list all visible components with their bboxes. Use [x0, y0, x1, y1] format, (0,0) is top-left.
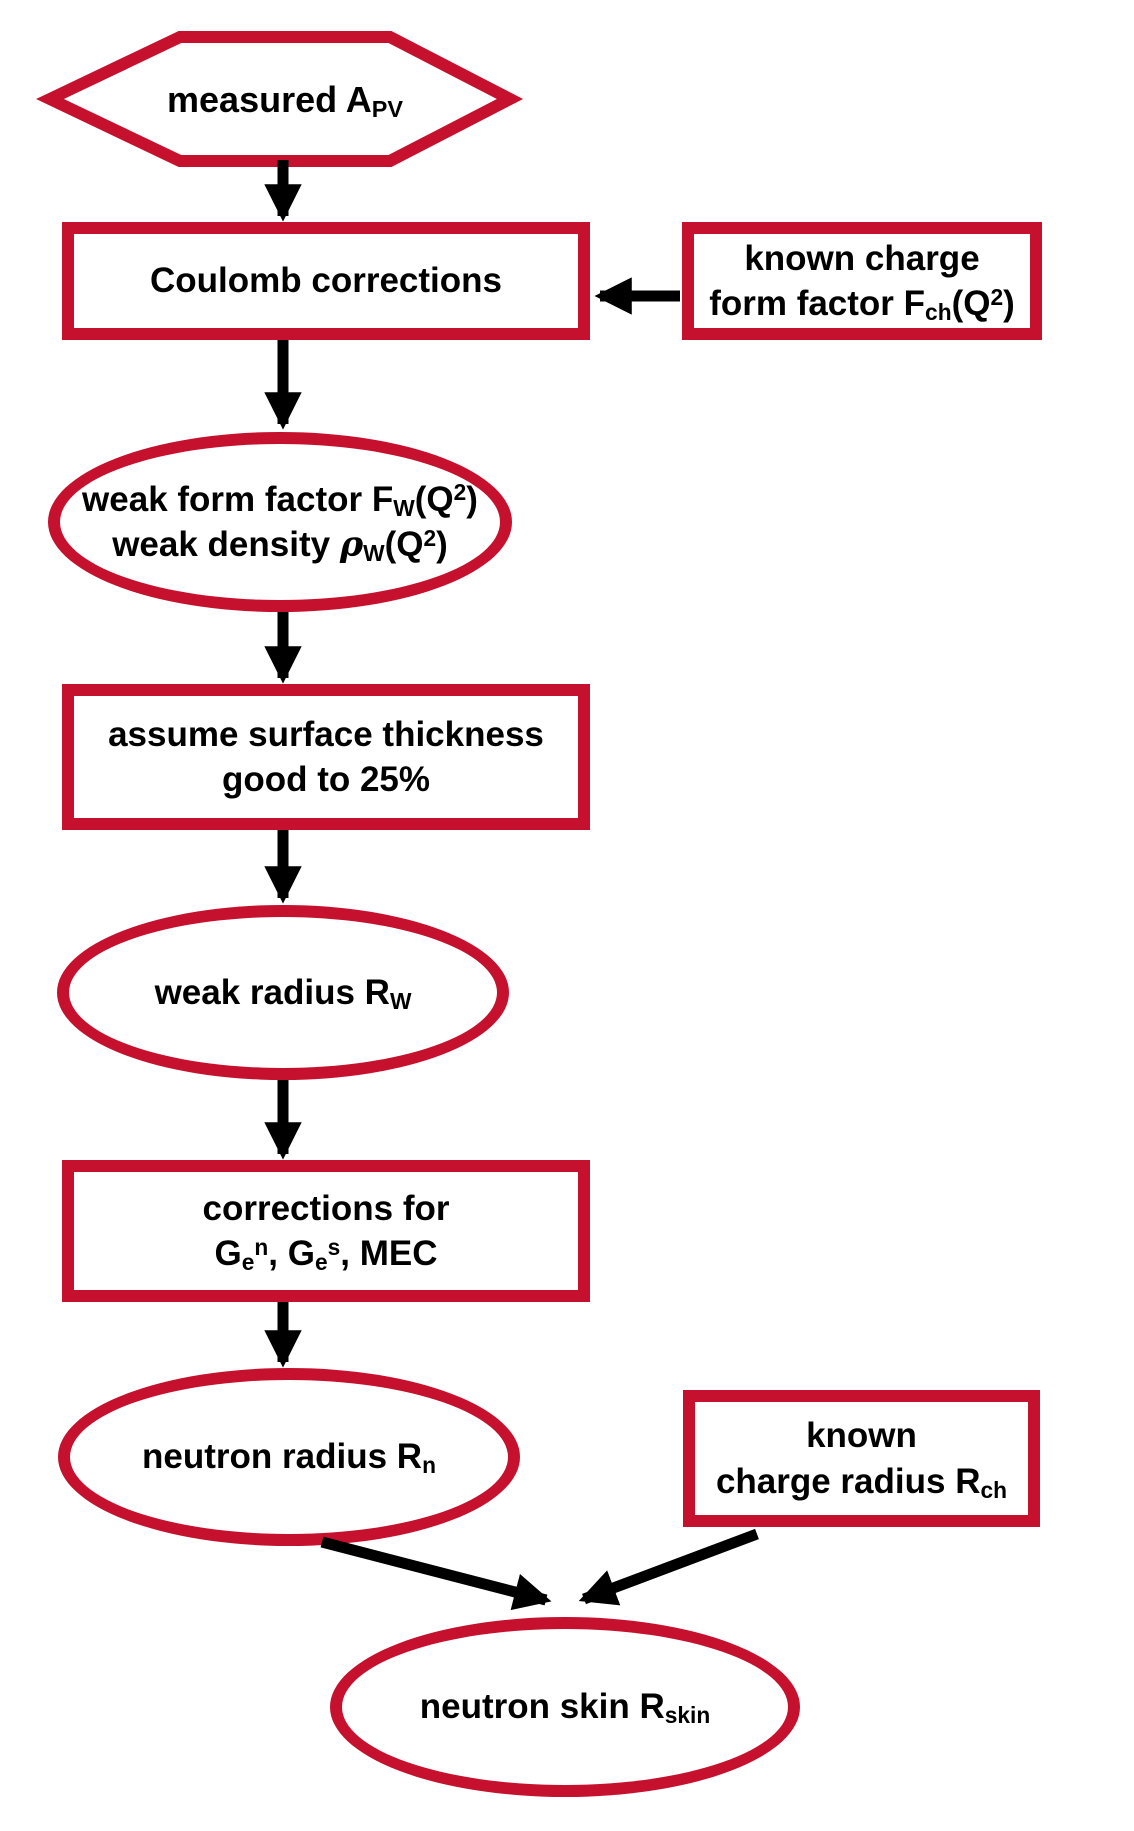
label-text: , G [268, 1234, 315, 1273]
label-subscript: ch [925, 299, 952, 325]
label-text: neutron radius R [142, 1437, 423, 1477]
node-label: weak radius RW [155, 970, 412, 1016]
arrow-neutronradius-to-neutronskin [320, 1536, 552, 1611]
node-neutron-radius: neutron radius Rn [58, 1368, 520, 1546]
label-subscript: W [393, 494, 415, 521]
label-text: ) [466, 479, 478, 519]
label-text: measured A [167, 79, 372, 120]
label-superscript: s [327, 1233, 341, 1260]
label-text: G [214, 1234, 242, 1273]
node-known-charge-form-factor: known charge form factor Fch(Q2) [682, 222, 1042, 340]
node-label-line2: form factor Fch(Q2) [709, 281, 1015, 327]
node-neutron-skin: neutron skin Rskin [330, 1617, 800, 1797]
node-coulomb-corrections: Coulomb corrections [62, 222, 590, 340]
node-label-line2: weak density ρW(Q2) [112, 522, 448, 568]
label-text: assume surface thickness [108, 714, 544, 754]
label-superscript: 2 [453, 479, 467, 506]
node-label-line1: assume surface thickness [108, 712, 544, 758]
node-label-line1: known [806, 1413, 917, 1459]
label-subscript: W [363, 540, 385, 566]
rho-symbol: ρ [339, 524, 364, 565]
label-text: ) [1003, 284, 1015, 323]
label-text: form factor F [709, 284, 926, 323]
node-corrections-gens: corrections for Gen, Ges, MEC [62, 1160, 590, 1302]
label-text: weak form factor F [82, 479, 394, 519]
label-subscript: PV [371, 96, 403, 123]
node-label-line1: known charge [744, 236, 979, 282]
label-text: known charge [744, 238, 980, 278]
node-label: Coulomb corrections [150, 258, 502, 304]
node-label-line2: good to 25% [222, 757, 430, 803]
node-label-line1: corrections for [203, 1186, 450, 1232]
label-text: (Q [384, 525, 424, 564]
label-text: , MEC [340, 1234, 438, 1273]
label-subscript: e [241, 1249, 255, 1275]
label-text: known [806, 1416, 917, 1455]
label-subscript: skin [664, 1702, 711, 1729]
node-label: measured APV [167, 79, 403, 121]
label-text: weak radius R [154, 972, 390, 1012]
label-superscript: 2 [990, 283, 1004, 310]
label-text: corrections for [202, 1188, 450, 1228]
node-label: neutron radius Rn [142, 1434, 436, 1480]
label-superscript: n [254, 1233, 269, 1260]
label-text: charge radius R [715, 1461, 981, 1501]
node-label-line2: Gen, Ges, MEC [214, 1231, 437, 1277]
label-text: good to 25% [221, 760, 431, 799]
node-weak-radius: weak radius RW [57, 905, 509, 1080]
node-weak-form-factor: weak form factor FW(Q2) weak density ρW(… [48, 432, 512, 612]
node-label-line2: charge radius Rch [716, 1459, 1007, 1505]
label-text: neutron skin R [419, 1687, 665, 1727]
label-subscript: n [422, 1452, 436, 1479]
node-known-charge-radius: known charge radius Rch [683, 1390, 1040, 1527]
node-label-line1: weak form factor FW(Q2) [82, 477, 478, 523]
label-text: ) [436, 525, 448, 564]
label-text: (Q [414, 479, 454, 519]
label-subscript: ch [980, 1476, 1008, 1503]
node-measured-apv: measured APV [60, 40, 510, 160]
label-text: weak density [112, 525, 340, 564]
label-subscript: e [314, 1249, 328, 1275]
label-text: Coulomb corrections [150, 261, 502, 301]
label-text: (Q [951, 284, 991, 323]
label-subscript: W [389, 987, 412, 1014]
label-superscript: 2 [423, 524, 437, 551]
node-label: neutron skin Rskin [420, 1684, 711, 1730]
node-surface-thickness: assume surface thickness good to 25% [62, 684, 590, 830]
arrow-chargeradius-to-neutronskin [578, 1528, 759, 1606]
